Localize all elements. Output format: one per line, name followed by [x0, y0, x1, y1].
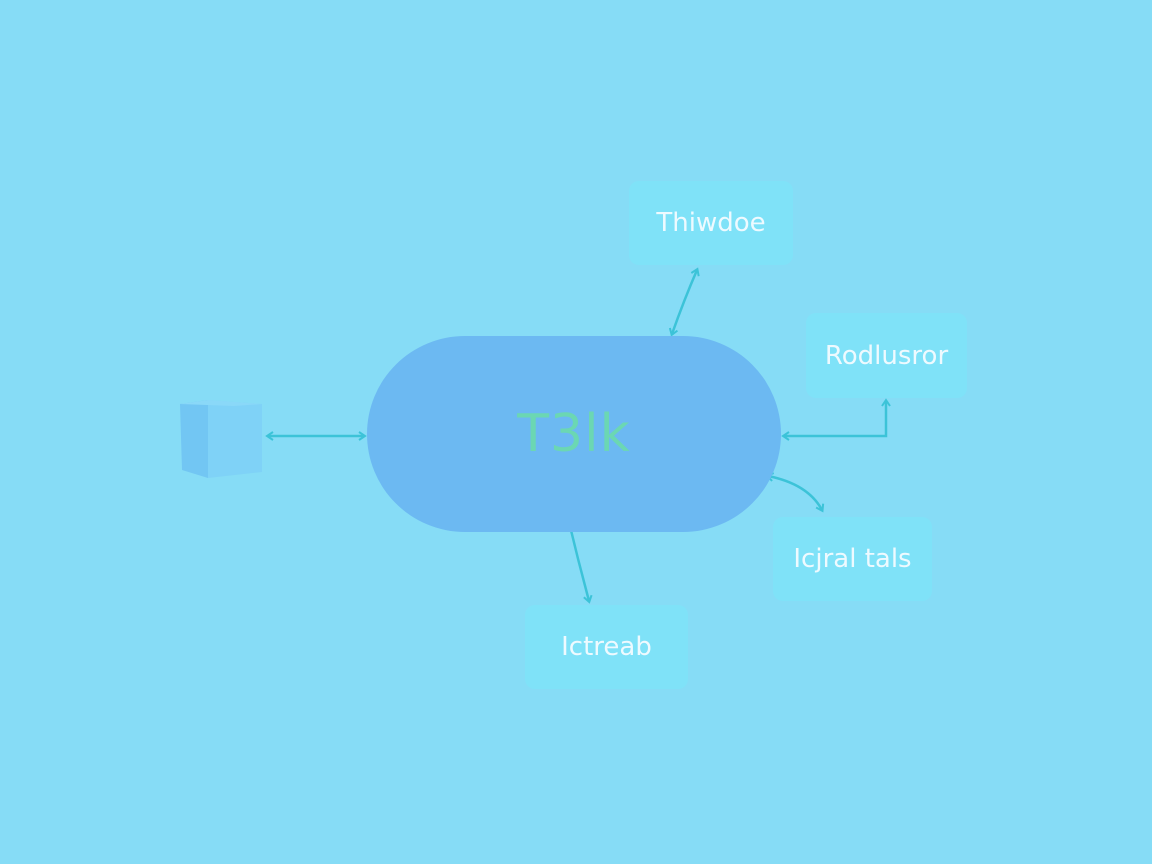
connector-lower-right: [765, 472, 825, 513]
cube-icon: [180, 400, 262, 478]
node-top[interactable]: Thiwdoe: [629, 181, 793, 265]
node-top-label: Thiwdoe: [656, 208, 766, 238]
node-right[interactable]: Rodlusror: [806, 313, 967, 398]
node-bottom-label: Ictreab: [561, 632, 652, 662]
center-node-label: T3lk: [517, 404, 631, 464]
node-lower-right[interactable]: Icjral tals: [773, 517, 932, 601]
center-node[interactable]: T3lk: [367, 336, 781, 532]
connector-right: [781, 398, 891, 441]
node-lower-right-label: Icjral tals: [793, 544, 912, 574]
connector-top: [668, 267, 700, 337]
node-bottom[interactable]: Ictreab: [525, 605, 688, 689]
node-right-label: Rodlusror: [824, 340, 949, 371]
